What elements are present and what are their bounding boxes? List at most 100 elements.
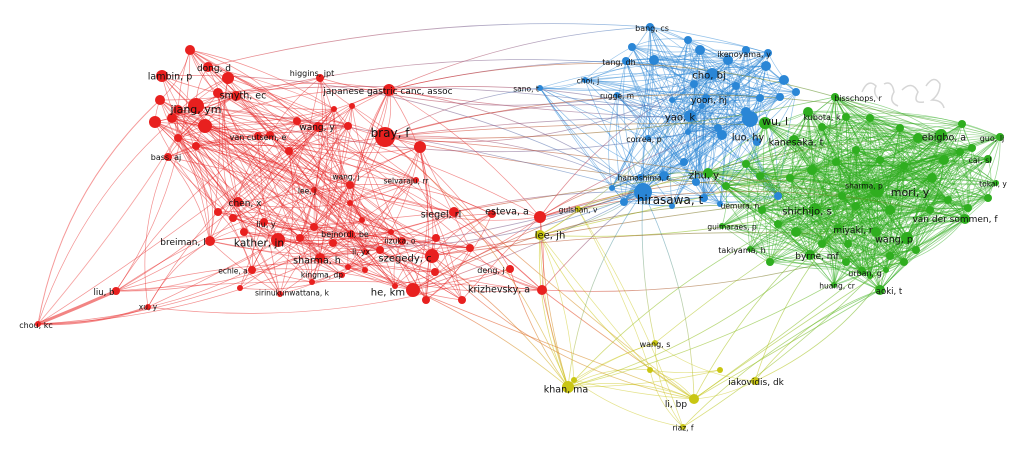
node-cai-sl <box>984 155 992 163</box>
edge-red <box>115 262 436 292</box>
edge-red <box>365 251 396 287</box>
node-khan-ma <box>562 381 574 393</box>
edge-green <box>769 111 809 263</box>
node-yellow <box>571 377 577 383</box>
edge-green <box>821 207 969 245</box>
node-red <box>309 279 315 285</box>
watermark-logo <box>861 78 945 109</box>
label-correa-p: correa, p <box>626 135 662 144</box>
edge-yellow <box>567 369 721 388</box>
node-green <box>866 114 874 122</box>
label-hirasawa-t: hirasawa, t <box>637 193 704 207</box>
edge-green <box>759 165 905 177</box>
node-wang-p <box>901 232 913 244</box>
label-huang-cr: huang, cr <box>819 282 856 291</box>
node-red <box>214 208 222 216</box>
edge-red <box>390 231 471 249</box>
node-miyaki-r <box>834 224 842 232</box>
label-echle-a: echle, a <box>218 267 248 276</box>
edge-bridge <box>642 191 695 400</box>
node-blue <box>659 171 669 181</box>
edge-green <box>833 182 997 286</box>
edge-red <box>251 120 298 271</box>
label-kubota-k: kubota, k <box>803 113 841 122</box>
edge-blue <box>653 49 747 61</box>
node-choi-j <box>582 77 588 83</box>
node-red <box>414 141 426 153</box>
edge-blue <box>663 111 747 177</box>
edge-red <box>209 92 220 242</box>
node-green <box>852 146 860 154</box>
edge-blue <box>616 94 697 183</box>
node-green <box>758 206 766 214</box>
edge-green <box>879 197 989 291</box>
edge-bridge <box>412 289 695 400</box>
node-kanesaka-t <box>789 135 799 145</box>
edge-red <box>167 156 211 242</box>
node-green <box>956 148 964 156</box>
edge-red <box>243 231 392 241</box>
edge-bridge <box>754 189 878 382</box>
edge-bridge <box>384 96 836 139</box>
node-green <box>896 124 904 132</box>
node-blue <box>774 192 782 200</box>
edge-red <box>239 274 343 290</box>
edge-blue <box>663 175 721 205</box>
edge-red <box>401 211 455 242</box>
edge-blue <box>623 39 689 203</box>
label-bisschops-r: bisschops, r <box>834 94 882 103</box>
edge-red <box>207 66 335 110</box>
edge-bridge <box>641 191 656 344</box>
label-sharma-p: sharma, p <box>845 182 883 191</box>
edge-blue <box>642 65 767 193</box>
edge-blue <box>539 87 673 207</box>
label-smyth-ec: smyth, ec <box>220 90 267 101</box>
edge-green <box>707 168 813 174</box>
label-deng-j: deng, j <box>477 266 504 275</box>
node-green <box>984 194 992 202</box>
edge-red <box>319 184 351 259</box>
edge-red <box>379 249 463 301</box>
edge-red <box>313 105 353 228</box>
node-blue <box>669 97 675 103</box>
edge-green <box>707 111 809 174</box>
edge-green <box>725 126 823 187</box>
edge-bridge <box>693 289 881 400</box>
node-green <box>766 258 774 266</box>
node-sharma-p <box>861 181 869 189</box>
node-red <box>229 214 237 222</box>
label-wang-y: wang, y <box>299 123 335 133</box>
edge-bridge <box>412 134 942 291</box>
edge-green <box>725 185 811 256</box>
node-green <box>939 155 949 165</box>
node-wang-j <box>346 181 354 189</box>
node-red <box>345 264 351 270</box>
edge-red <box>209 211 455 242</box>
label-kather-jn: kather, jn <box>234 238 284 250</box>
node-blue <box>695 45 705 55</box>
edge-red <box>364 146 421 271</box>
edge-bridge <box>539 179 878 218</box>
node-red <box>174 134 182 142</box>
edge-green <box>763 122 771 263</box>
node-blue <box>620 198 628 206</box>
edge-green <box>761 208 891 211</box>
network-nodes <box>35 23 1004 430</box>
label-li-yx: li, yx <box>352 248 370 257</box>
label-breiman-l: breiman, l <box>160 238 205 248</box>
node-green <box>900 258 908 266</box>
edge-red <box>177 109 543 291</box>
label-he-km: he, km <box>371 288 405 299</box>
edge-green <box>889 195 989 211</box>
edge-red <box>147 237 301 308</box>
edge-blue <box>699 49 769 54</box>
node-blue <box>685 129 691 135</box>
label-siegel-rl: siegel, rl <box>421 209 462 220</box>
node-hirasawa-t <box>634 183 652 201</box>
edge-blue <box>695 59 729 183</box>
node-yellow <box>717 367 723 373</box>
edge-green <box>777 159 881 225</box>
edge-blue <box>698 105 705 199</box>
edge-red <box>313 89 390 228</box>
edge-green <box>745 163 843 197</box>
